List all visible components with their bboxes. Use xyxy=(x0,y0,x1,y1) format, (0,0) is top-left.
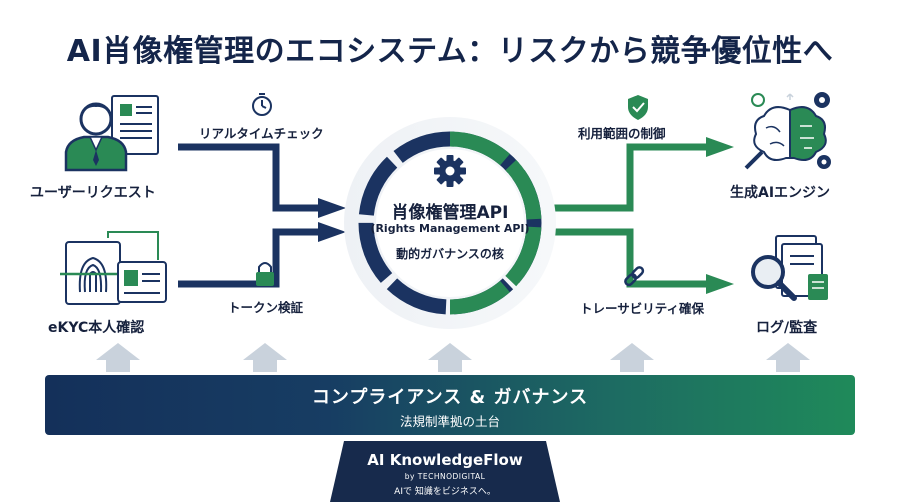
hub-caption: 動的ガバナンスの核 xyxy=(396,247,504,261)
brain-ai-icon xyxy=(744,92,831,170)
ekyc-label: eKYC本人確認 xyxy=(48,320,145,336)
fingerprint-id-icon xyxy=(60,231,167,305)
flow-arrow-user-request xyxy=(178,143,320,212)
right-flow-arrows xyxy=(546,143,708,288)
hub-core xyxy=(376,149,524,297)
hub-ring-green xyxy=(449,131,542,315)
hub-subtitle: (Rights Management API) xyxy=(370,222,530,235)
foundation-subtitle: 法規制準拠の土台 xyxy=(399,414,500,429)
foundation-title: コンプライアンス & ガバナンス xyxy=(311,387,589,408)
brand-tagline: AIで 知識をビジネスへ。 xyxy=(394,487,496,497)
arrowhead xyxy=(318,222,346,242)
brand-footer: AI KnowledgeFlow by TECHNODIGITAL AIで 知識… xyxy=(330,441,560,502)
flow-arrow-gen-ai xyxy=(546,143,708,212)
arrowhead xyxy=(706,137,734,157)
up-arrow xyxy=(243,343,287,372)
left-flow-arrows xyxy=(178,143,320,288)
magnifier-document-icon xyxy=(751,235,828,301)
brand-name: AI KnowledgeFlow xyxy=(367,451,523,469)
flow-arrow-log xyxy=(546,228,708,288)
shield-check-icon xyxy=(628,95,648,120)
foundation-arrows xyxy=(96,343,810,372)
gen-ai-label: 生成AIエンジン xyxy=(730,185,831,201)
traceability-label: トレーサビリティ確保 xyxy=(580,301,705,316)
up-arrow xyxy=(766,343,810,372)
hub-title: 肖像権管理API xyxy=(391,203,509,223)
foundation-band: コンプライアンス & ガバナンス 法規制準拠の土台 xyxy=(45,375,855,435)
lock-icon xyxy=(256,262,274,286)
usage-control-label: 利用範囲の制御 xyxy=(578,126,666,141)
brand-by: by TECHNODIGITAL xyxy=(404,472,486,481)
user-request-label: ユーザーリクエスト xyxy=(30,185,156,201)
link-icon xyxy=(624,266,645,287)
page-title: AI肖像権管理のエコシステム：リスクから競争優位性へ xyxy=(66,34,834,69)
realtime-check-label: リアルタイムチェック xyxy=(199,126,324,141)
up-arrow xyxy=(96,343,140,372)
arrowhead xyxy=(318,198,346,218)
arrowhead xyxy=(706,274,734,294)
up-arrow xyxy=(428,343,472,372)
stopwatch-icon xyxy=(252,93,272,116)
person-document-icon xyxy=(64,95,159,172)
up-arrow xyxy=(610,343,654,372)
token-verify-label: トークン検証 xyxy=(228,300,304,315)
gear-icon xyxy=(434,155,466,187)
log-audit-label: ログ/監査 xyxy=(756,320,818,336)
flow-arrow-ekyc xyxy=(178,228,320,288)
